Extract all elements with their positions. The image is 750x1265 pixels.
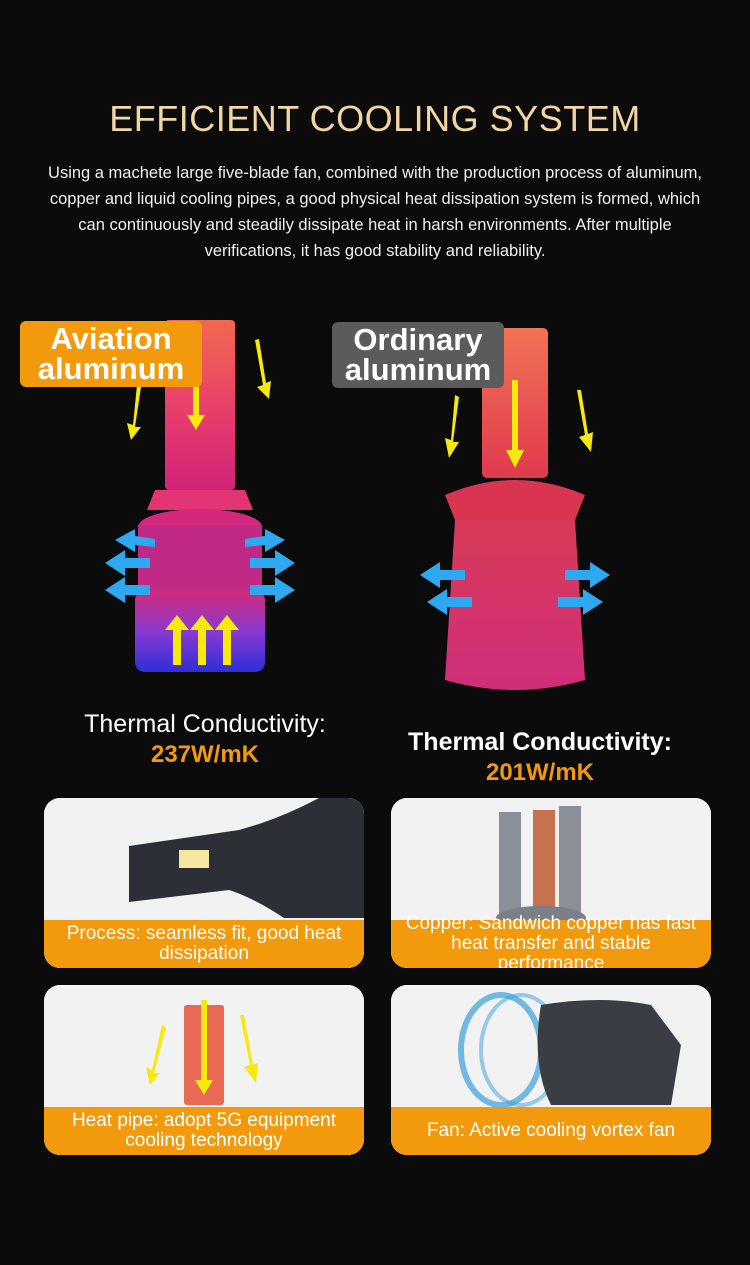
card-caption: Fan: Active cooling vortex fan xyxy=(391,1107,711,1155)
ordinary-bulb-illustration xyxy=(420,328,610,690)
card-caption: Copper: Sandwich copper has fast heat tr… xyxy=(391,914,711,968)
heat-pipe-card: Heat pipe: adopt 5G equipment cooling te… xyxy=(44,985,364,1155)
ordinary-aluminum-tag: Ordinary aluminum xyxy=(332,322,504,388)
tag-line-2: aluminum xyxy=(344,352,492,387)
tc-label: Thermal Conductivity: xyxy=(408,728,672,756)
tag-line-1: Aviation xyxy=(50,321,172,356)
card-caption: Process: seamless fit, good heat dissipa… xyxy=(44,920,364,968)
description: Using a machete large five-blade fan, co… xyxy=(48,164,702,260)
fan-card: Fan: Active cooling vortex fan xyxy=(391,985,711,1155)
card-caption: Heat pipe: adopt 5G equipment cooling te… xyxy=(44,1107,364,1155)
aviation-thermal-conductivity: Thermal Conductivity: 237W/mK xyxy=(55,710,355,769)
process-card: Process: seamless fit, good heat dissipa… xyxy=(44,798,364,968)
tag-line-2: aluminum xyxy=(37,351,185,386)
tc-value: 201W/mK xyxy=(485,759,595,786)
tag-line-1: Ordinary xyxy=(353,322,483,357)
ordinary-thermal-conductivity: Thermal Conductivity: 201W/mK xyxy=(390,728,690,787)
aviation-aluminum-tag: Aviation aluminum xyxy=(20,321,202,387)
tc-value: 237W/mK xyxy=(150,741,260,768)
copper-card: Copper: Sandwich copper has fast heat tr… xyxy=(391,798,711,968)
tc-label: Thermal Conductivity: xyxy=(84,710,326,738)
page-title: EFFICIENT COOLING SYSTEM xyxy=(109,98,641,139)
aviation-bulb-illustration xyxy=(105,320,295,672)
